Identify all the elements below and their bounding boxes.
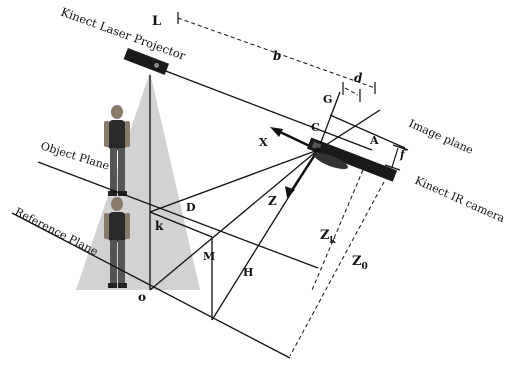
label-L: L [152, 14, 161, 29]
camera-center-dot [315, 147, 321, 153]
label-image-plane: Image plane [407, 117, 475, 157]
f-tick-top [392, 144, 409, 151]
person-figure-lower [104, 197, 130, 288]
baseline-projector-camera [149, 64, 373, 151]
label-reference-plane: Reference Plane [13, 205, 100, 258]
ray-camera-G [317, 91, 341, 151]
label-Zk: Zk [320, 228, 337, 246]
projector-light-cone [76, 72, 200, 290]
label-kinect-ir-camera: Kinect IR camera [413, 174, 507, 226]
f-dim-line [391, 147, 399, 168]
label-Z0: Z0 [352, 254, 368, 272]
label-G: G [323, 93, 332, 106]
label-Z0-main: Z [352, 254, 362, 269]
d-dashed-line [344, 87, 359, 96]
Z0-dashed-line [289, 181, 385, 357]
label-C: C [311, 121, 320, 134]
ray-o-camera [149, 149, 319, 291]
x-axis-arrowhead [270, 127, 283, 137]
label-H: H [243, 266, 253, 279]
person-figure-upper [104, 105, 130, 196]
label-X: X [259, 136, 268, 149]
label-kinect-laser-projector: Kinect Laser Projector [59, 5, 188, 63]
label-D: D [186, 201, 196, 214]
Zk-dashed-line [311, 169, 364, 291]
label-A: A [369, 134, 379, 147]
ray-camera-A [317, 109, 381, 151]
kinect-laser-projector-device [123, 47, 169, 75]
kinect-ir-camera-device [306, 137, 398, 182]
label-Zk-sub: k [330, 236, 337, 246]
ray-k-camera [149, 149, 319, 213]
image-plane-line [329, 114, 406, 149]
label-o: o [138, 290, 146, 304]
label-Z: Z [268, 194, 277, 208]
label-f: f [399, 148, 407, 161]
label-Z0-sub: 0 [362, 262, 368, 272]
z-axis-arrow-shaft [290, 149, 320, 191]
label-d: d [354, 71, 363, 85]
segment-k-M [149, 211, 213, 238]
f-tick-bottom [384, 164, 401, 171]
label-M: M [203, 250, 215, 263]
label-object-plane: Object Plane [39, 139, 111, 172]
label-b: b [273, 49, 281, 63]
reference-plane-line [11, 212, 291, 359]
label-Zk-main: Z [320, 228, 330, 243]
object-plane-line [37, 161, 319, 269]
label-k: k [155, 219, 164, 233]
z-axis-arrowhead [285, 186, 295, 198]
